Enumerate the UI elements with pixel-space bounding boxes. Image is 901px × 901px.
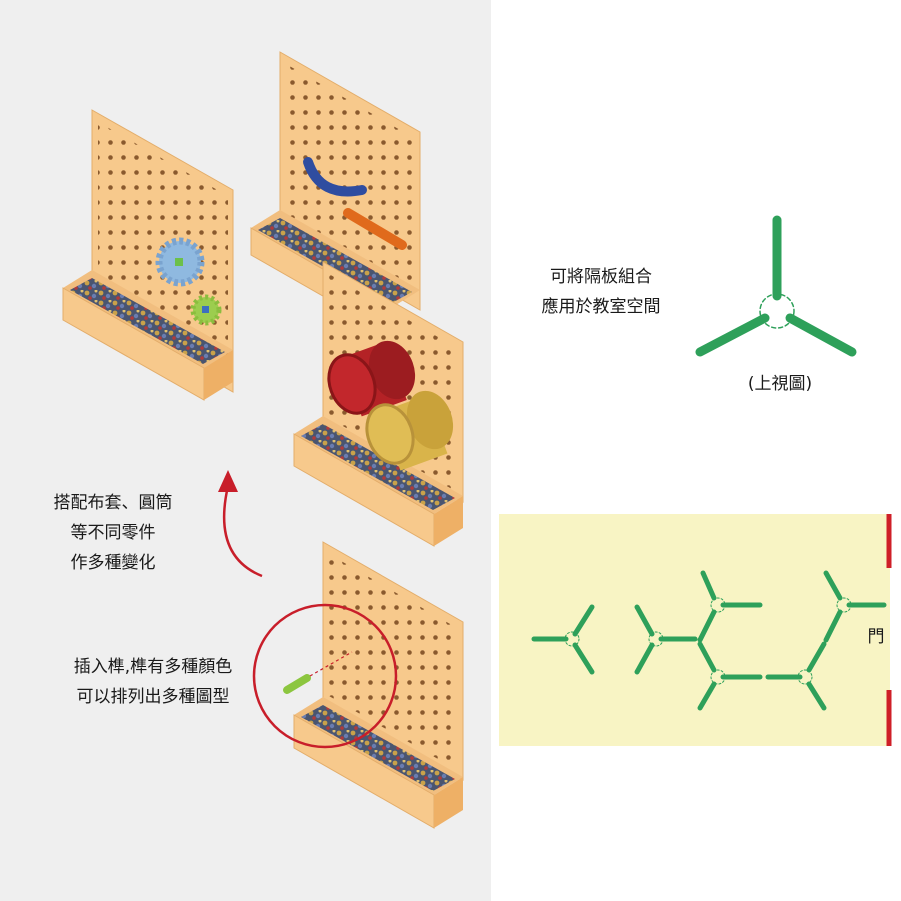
pegboard-peg [252,541,464,829]
planter-soil [258,218,412,304]
gear-blue-peg [175,258,183,266]
door-label: 門 [867,627,885,647]
caption-classroom: 可將隔板組合 應用於教室空間 [526,262,676,322]
classroom-layout [499,514,892,746]
yellow-cylinder-back [406,390,454,450]
caption-line: 可將隔板組合 [550,267,652,287]
arrow-head [218,470,238,492]
caption-line: 搭配布套、圓筒 [53,493,173,513]
orange-bar [343,208,407,250]
caption-line: 應用於教室空間 [541,297,661,317]
top-view-partition [695,215,857,357]
planter-side [434,777,463,828]
gear-green-peg [202,306,209,313]
planter-side [204,350,233,400]
caption-line: 插入榫,榫有多種顏色 [73,657,233,677]
green-peg [283,674,311,694]
caption-variations: 搭配布套、圓筒 等不同零件 作多種變化 [38,488,188,578]
blue-arc [303,157,367,197]
board-holes [329,554,457,770]
planter-side [434,496,463,546]
pegboard-cylinders [293,261,464,547]
right-panel [491,0,901,901]
curved-arrow [218,470,263,578]
caption-line: 可以排列出多種圖型 [76,687,230,707]
yellow-cylinder-front [365,403,415,465]
red-cylinder-back [368,340,416,400]
highlight-circle [252,603,398,749]
caption-pegs: 插入榫,榫有多種顏色 可以排列出多種圖型 [52,652,254,712]
planter-soil [301,705,455,791]
planter-soil [70,278,225,364]
caption-line: 等不同零件 [70,523,156,543]
joint-circle [759,293,795,329]
top-view-label: (上視圖) [747,374,813,394]
red-cylinder-front [327,353,377,415]
caption-line: 作多種變化 [70,553,156,573]
pegboard-gears [62,109,234,401]
pegboard-arc [250,51,421,336]
planter-soil [301,424,455,510]
peg-guide-line [309,651,353,677]
